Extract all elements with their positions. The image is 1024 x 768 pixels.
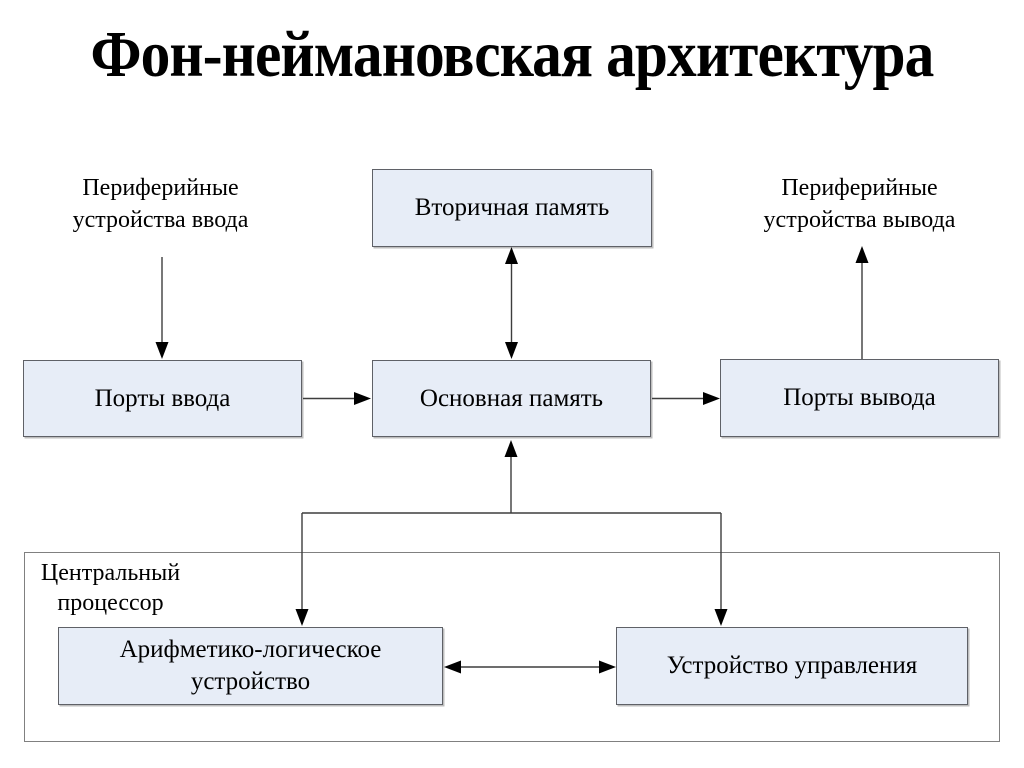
box-output-ports-label: Порты вывода <box>783 384 936 411</box>
cpu-container-box <box>24 552 1000 742</box>
box-secondary-memory: Вторичная память <box>372 169 652 247</box>
arrow-input-peripherals-to-input-ports <box>155 257 169 359</box>
box-control-unit: Устройство управления <box>616 627 968 705</box>
arrow-main-memory-to-output-ports <box>652 392 720 405</box>
box-main-memory: Основная память <box>372 360 651 437</box>
page-title: Фон-неймановская архитектура <box>90 18 935 91</box>
box-input-ports-label: Порты ввода <box>94 384 231 412</box>
box-main-memory-label: Основная память <box>419 384 604 412</box>
box-output-ports: Порты вывода <box>720 359 999 437</box>
box-input-ports: Порты ввода <box>23 360 302 437</box>
arrow-output-ports-to-output-peripherals <box>855 246 869 359</box>
box-alu: Арифметико-логическое устройство <box>58 627 443 705</box>
arrow-input-ports-to-main-memory <box>303 392 371 405</box>
label-input-peripherals: Периферийные устройства ввода <box>72 175 249 233</box>
box-secondary-memory-label: Вторичная память <box>414 194 610 221</box>
label-cpu: Центральный процессор <box>40 560 181 616</box>
box-alu-label: Арифметико-логическое устройство <box>119 636 382 695</box>
label-output-peripherals: Периферийные устройства вывода <box>763 175 956 233</box>
box-control-unit-label: Устройство управления <box>666 652 918 679</box>
arrow-secondary-main-memory <box>505 247 518 359</box>
